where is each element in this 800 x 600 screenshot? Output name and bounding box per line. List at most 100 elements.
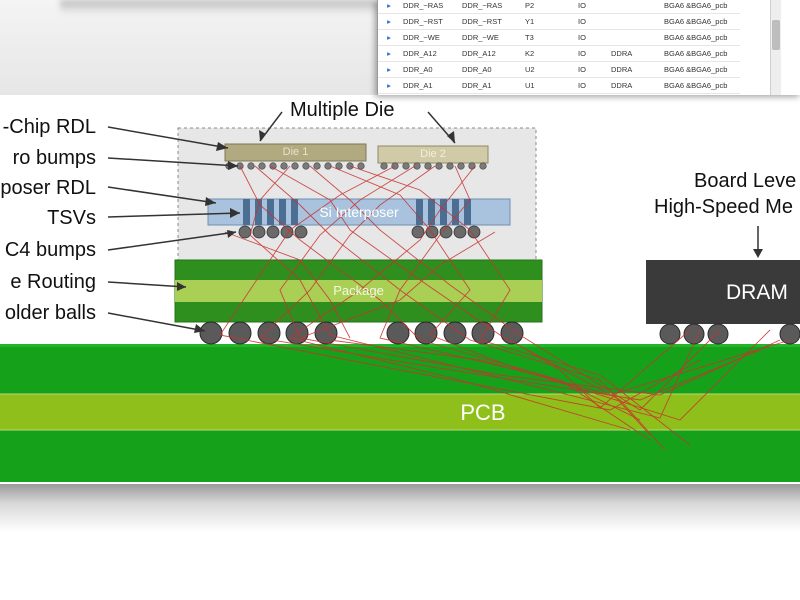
table-cell-comp: BGA6 &BGA6_pcb [661, 61, 740, 78]
pcb-inner-layer [0, 394, 800, 430]
solder-ball [414, 321, 438, 345]
label-multiple-die: Multiple Die [290, 99, 395, 121]
arrowhead [753, 249, 763, 258]
arrowhead [177, 282, 186, 291]
c4-bump [294, 225, 308, 239]
table-cell-comp: BGA6 &BGA6_pcb [661, 0, 740, 14]
die-2 [377, 145, 489, 164]
dram-solder-ball [707, 323, 729, 345]
arrow-tsvs [107, 212, 241, 218]
label-micro-bumps: ro bumps [12, 147, 96, 169]
table-cell-net: DDR_A1 [459, 77, 522, 94]
table-cell-group: DDRA [608, 45, 661, 62]
micro-bump [302, 162, 310, 170]
si-interposer-label: Si Interposer [319, 204, 399, 220]
table-cell-comp: BGA6 &BGA6_pcb [661, 29, 740, 46]
solder-ball [228, 321, 252, 345]
die-1 [224, 143, 367, 162]
c4-bump [238, 225, 252, 239]
arrow-micro-bumps [107, 157, 239, 167]
c4-bump [439, 225, 453, 239]
table-cell-group: DDRA [608, 77, 661, 94]
expand-arrow-icon[interactable]: ▸ [378, 45, 400, 62]
label-onchip-rdl: -Chip RDL [2, 116, 96, 138]
arrow-package-routing [107, 281, 187, 288]
tsv [452, 199, 459, 225]
tsv [243, 199, 250, 225]
arrow-solder-balls [107, 312, 206, 332]
micro-bump [479, 162, 487, 170]
c4-bump [411, 225, 425, 239]
expand-arrow-icon[interactable]: ▸ [378, 61, 400, 78]
c4-bump [280, 225, 294, 239]
table-cell-name: DDR_~WE [400, 29, 459, 46]
table-cell-pin: U1 [522, 77, 575, 94]
expand-arrow-icon[interactable]: ▸ [378, 0, 400, 14]
trace [288, 165, 631, 431]
c4-bump [453, 225, 467, 239]
arrowhead [194, 324, 205, 333]
table-cell-pin: P2 [522, 0, 575, 14]
micro-bump [402, 162, 410, 170]
trace [379, 165, 651, 441]
table-cell-pin: T3 [522, 29, 575, 46]
table-cell-net: DDR_A12 [459, 45, 522, 62]
table-cell-net: DDR_A0 [459, 61, 522, 78]
bottom-shadow [0, 484, 800, 532]
dram-label: DRAM [726, 281, 788, 304]
tsv-group [243, 199, 471, 225]
window-shadow [60, 0, 390, 14]
solder-ball [314, 321, 338, 345]
expand-arrow-icon[interactable]: ▸ [378, 29, 400, 46]
arrowhead [228, 161, 238, 170]
pcb-top-edge [0, 344, 800, 347]
table-cell-group [608, 13, 661, 30]
trace [224, 231, 351, 339]
expand-arrow-icon[interactable]: ▸ [378, 13, 400, 30]
signal-traces [219, 165, 791, 451]
table-cell-net: DDR_~RST [459, 13, 522, 30]
scrollbar-thumb[interactable] [772, 20, 780, 50]
dram-solder-ball [659, 323, 681, 345]
solder-ball [386, 321, 410, 345]
table-cell-name: DDR_A0 [400, 61, 459, 78]
table-cell-name: DDR_~RST [400, 13, 459, 30]
solder-ball [199, 321, 223, 345]
solder-ball [443, 321, 467, 345]
trace [329, 165, 771, 421]
micro-bump [446, 162, 454, 170]
arrow-onchip-rdl [107, 126, 229, 149]
table-cell-comp: BGA6 &BGA6_pcb [661, 13, 740, 30]
trace [349, 165, 691, 446]
arrow-heads [177, 130, 763, 333]
table-cell-type: IO [575, 0, 608, 14]
dram-solder-ball [683, 323, 705, 345]
arrowhead [227, 230, 236, 238]
die-1-label: Die 1 [282, 146, 309, 158]
label-high-speed-memory: High-Speed Me [654, 196, 793, 218]
c4-bump [252, 225, 266, 239]
trace [509, 329, 691, 409]
micro-bump [457, 162, 465, 170]
micro-bump [424, 162, 432, 170]
label-solder-balls: older balls [4, 302, 96, 324]
table-cell-pin: K2 [522, 45, 575, 62]
micro-bump [247, 162, 255, 170]
micro-bump [258, 162, 266, 170]
label-package-routing: e Routing [10, 271, 96, 293]
table-scrollbar[interactable] [770, 0, 781, 95]
micro-bump [413, 162, 421, 170]
micro-bump [280, 162, 288, 170]
table-cell-comp: BGA6 &BGA6_pcb [661, 77, 740, 94]
c4-bump [467, 225, 481, 239]
expand-arrow-icon[interactable]: ▸ [378, 77, 400, 94]
label-board-level: Board Leve [694, 170, 797, 192]
